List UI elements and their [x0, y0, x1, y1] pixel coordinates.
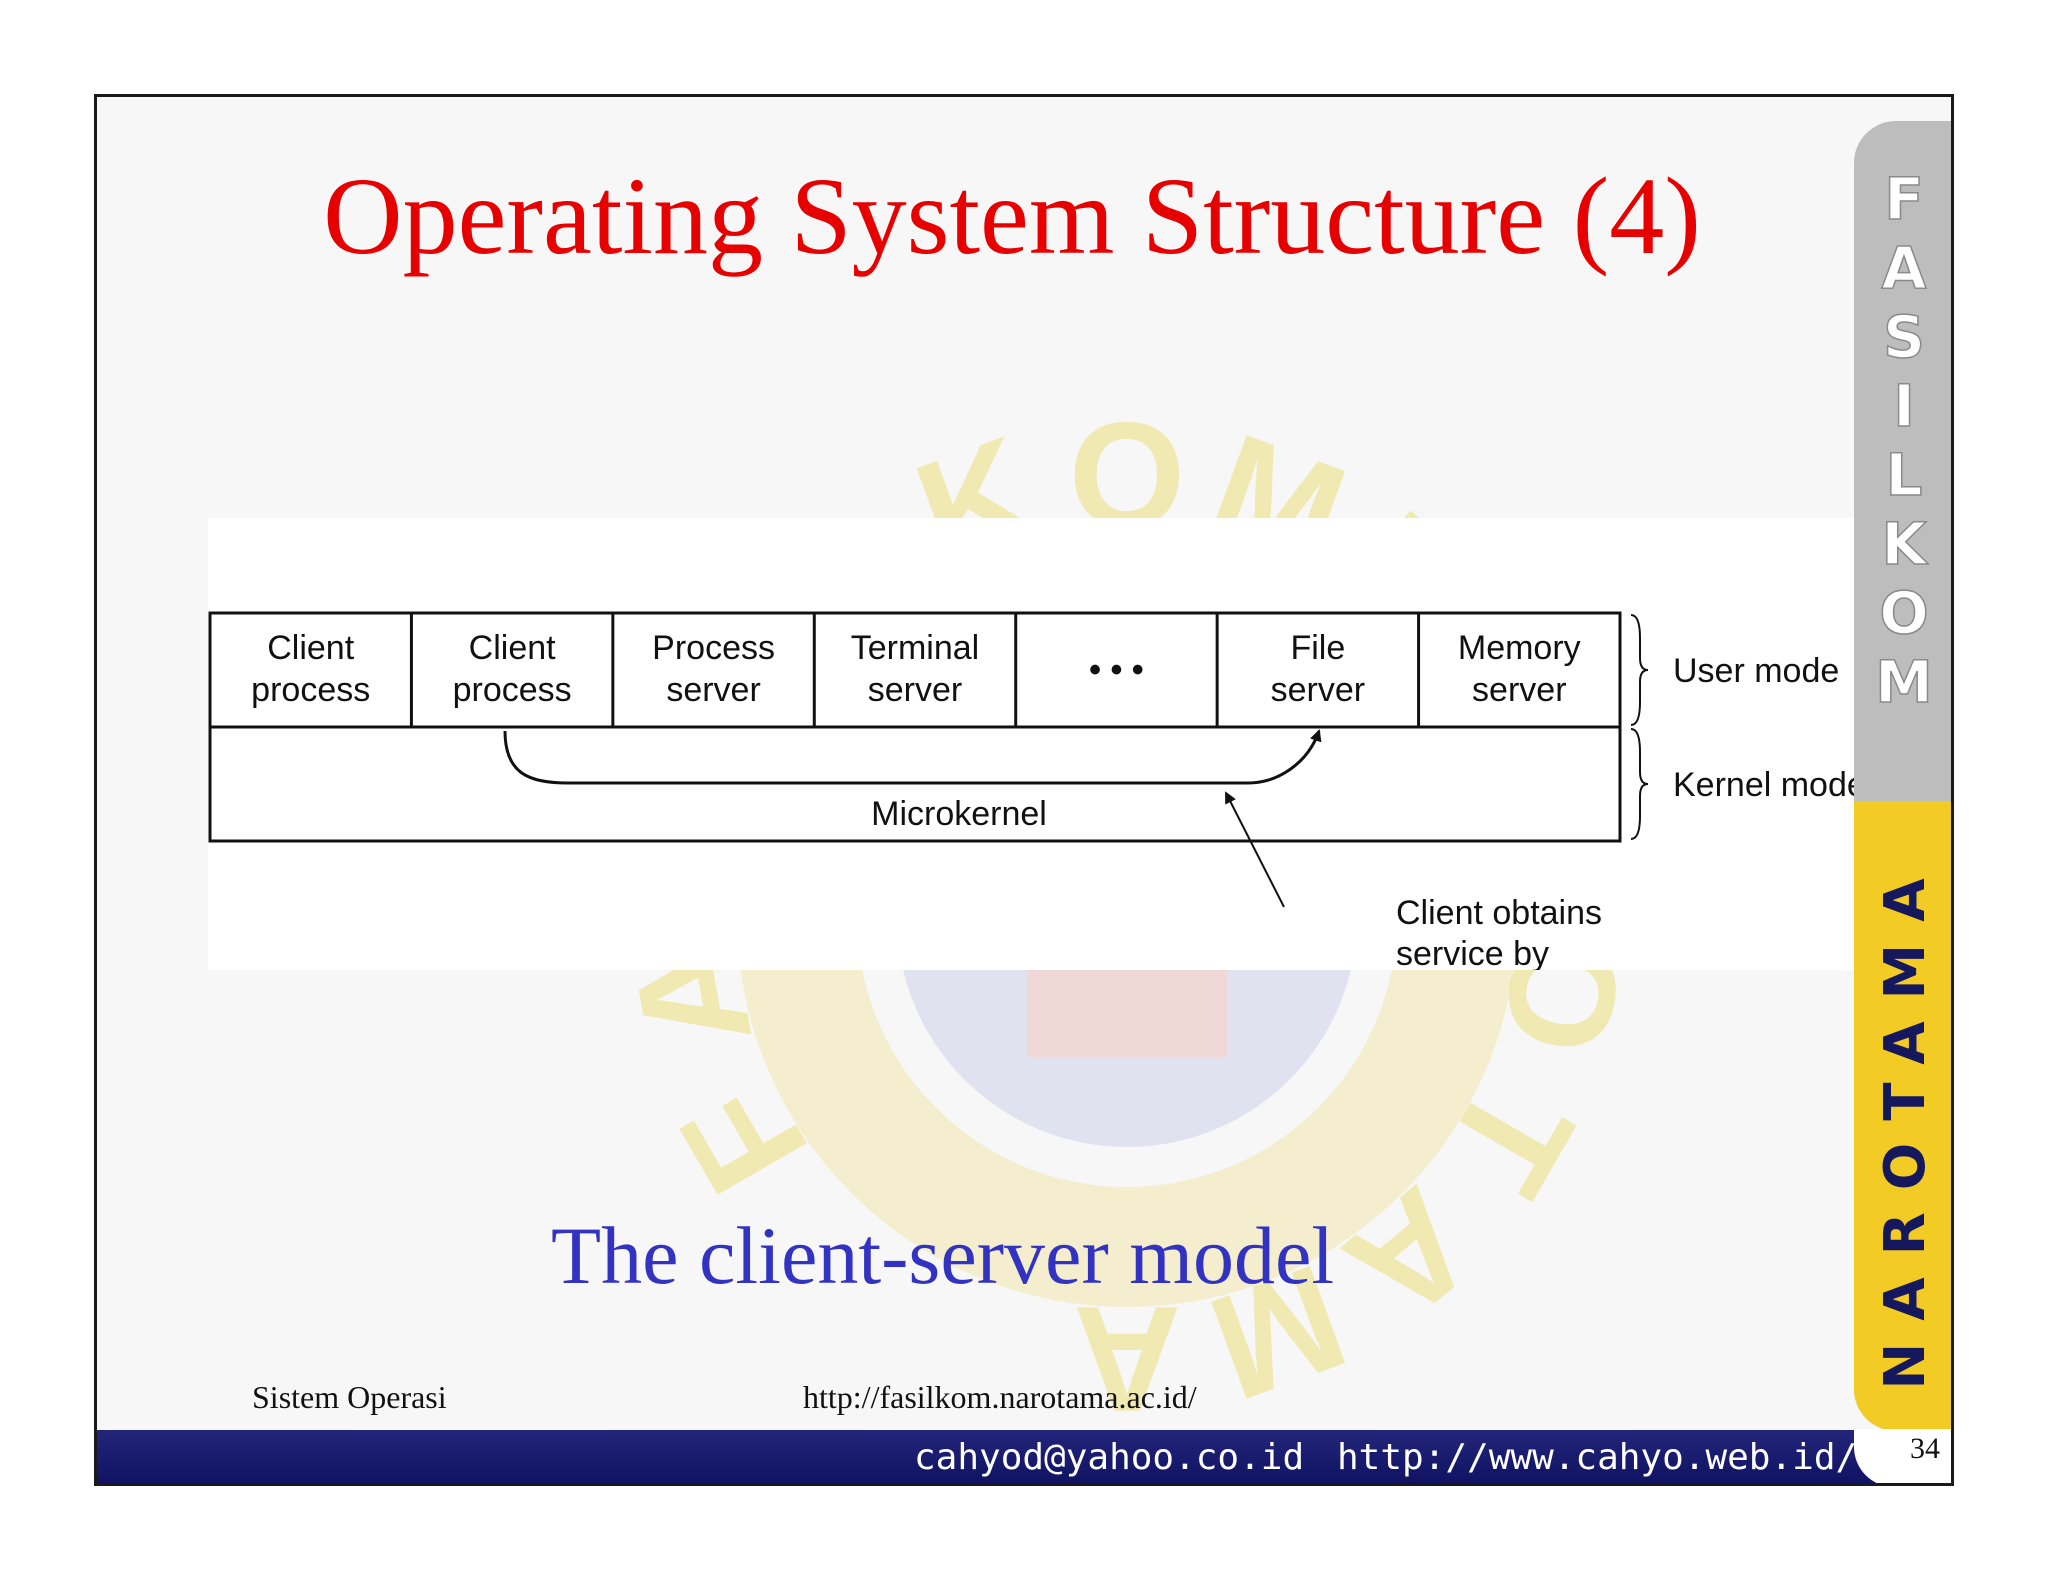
page-number: 34	[1910, 1432, 1940, 1465]
user-box-label-line2: process	[453, 671, 572, 709]
side-tab-yellow-section	[1854, 801, 1951, 1431]
user-mode-label: User mode	[1673, 652, 1839, 690]
user-box-label-line1: Client	[469, 629, 556, 667]
bottom-corner	[1854, 1429, 1951, 1483]
user-box-dividers	[409, 613, 1421, 727]
side-tab-bottom-word: NAROTAMA	[1873, 856, 1938, 1389]
user-box-5: • • •	[1089, 651, 1144, 689]
side-tab-top-letter: K	[1882, 510, 1929, 578]
kernel-mode-label: Kernel mode	[1673, 766, 1866, 804]
microkernel-label: Microkernel	[871, 795, 1047, 833]
user-box-4: Terminal server	[851, 629, 979, 709]
user-box-label-line1: Terminal	[851, 629, 979, 667]
kernel-mode-brace	[1630, 728, 1649, 840]
footer-course-name: Sistem Operasi	[252, 1379, 447, 1415]
user-box-label-line2: server	[868, 671, 962, 709]
user-box-6: File server	[1271, 629, 1365, 709]
user-box-label-line1: Memory	[1458, 629, 1581, 667]
user-box-1: Client process	[251, 629, 370, 709]
side-tab-top-letter: I	[1893, 372, 1915, 440]
annotation-line: Client obtains	[1396, 894, 1602, 932]
bottom-bar	[97, 1430, 1951, 1483]
annotation-pointer	[1225, 791, 1285, 908]
user-box-label-line1: Process	[652, 629, 775, 667]
slide-subtitle: The client-server model	[551, 1210, 1335, 1301]
ellipsis-label: • • •	[1089, 651, 1144, 689]
annotation-line: service by	[1396, 935, 1549, 970]
user-box-2: Client process	[453, 629, 572, 709]
side-tab-top-letter: A	[1882, 234, 1927, 302]
footer-website: http://www.cahyo.web.id/	[1337, 1437, 1858, 1478]
watermark-letter: A	[1073, 1275, 1181, 1443]
user-box-label-line1: File	[1290, 629, 1345, 667]
user-box-label-line2: server	[1472, 671, 1566, 709]
slide-title: Operating System Structure (4)	[323, 155, 1701, 277]
side-tab-top-letter: O	[1879, 579, 1928, 647]
user-box-label-line2: server	[666, 671, 760, 709]
side-tab-top-letter: M	[1875, 648, 1933, 716]
side-tab-top-letter: S	[1883, 303, 1925, 371]
user-box-label-line2: server	[1271, 671, 1365, 709]
user-box-7: Memory server	[1458, 629, 1581, 709]
side-tab-top-letter: L	[1886, 441, 1923, 509]
footer-email: cahyod@yahoo.co.id	[914, 1437, 1305, 1478]
client-server-diagram: ClientprocessClientprocessProcessserverT…	[208, 611, 1866, 970]
footer-url: http://fasilkom.narotama.ac.id/	[803, 1379, 1197, 1415]
user-box-label-line1: Client	[267, 629, 354, 667]
user-mode-brace	[1630, 614, 1649, 726]
message-path-arrow	[503, 729, 1322, 785]
user-box-label-line2: process	[251, 671, 370, 709]
side-tab-top-letter: F	[1884, 165, 1924, 233]
user-box-3: Process server	[652, 629, 775, 709]
